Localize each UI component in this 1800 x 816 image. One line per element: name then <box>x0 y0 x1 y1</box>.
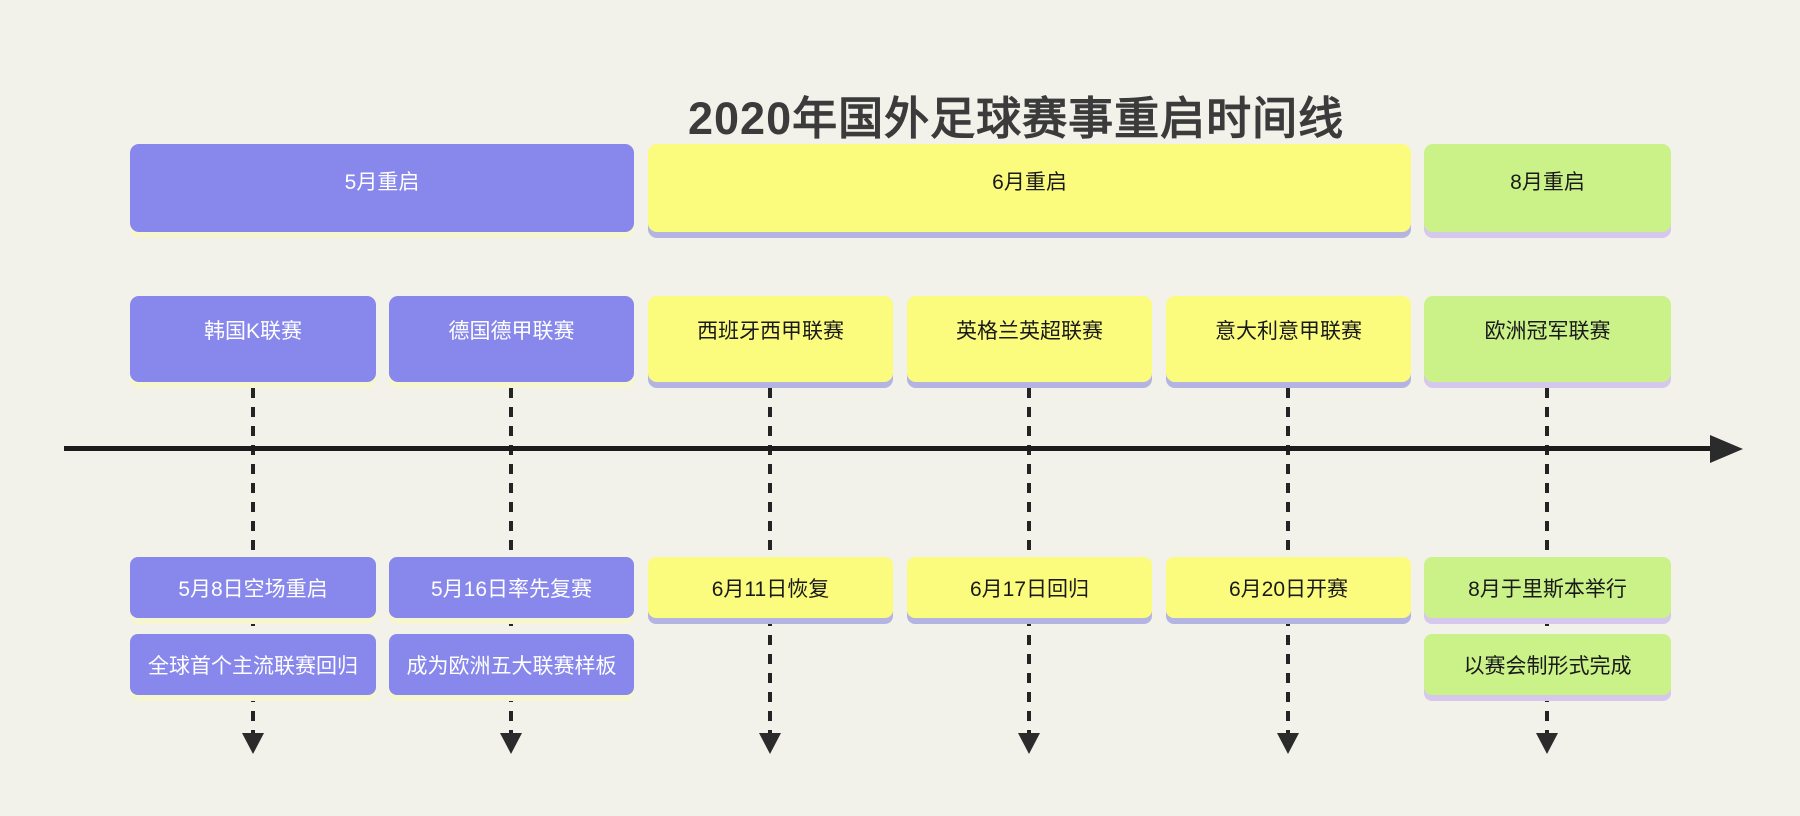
date-label: 8月于里斯本举行 <box>1468 577 1627 601</box>
league-label: 德国德甲联赛 <box>448 320 575 343</box>
note-box-ucl: 以赛会制形式完成 <box>1424 634 1671 695</box>
league-label: 韩国K联赛 <box>203 320 302 343</box>
connector-arrowhead-icon <box>500 733 522 754</box>
league-box-bundesliga: 德国德甲联赛 <box>389 296 634 382</box>
period-bar-may-label: 5月重启 <box>344 171 420 194</box>
league-label: 西班牙西甲联赛 <box>697 320 844 343</box>
period-bar-august-label: 8月重启 <box>1510 171 1585 194</box>
date-label: 5月16日率先复赛 <box>430 577 593 601</box>
connector-arrowhead-icon <box>1536 733 1558 754</box>
league-label: 英格兰英超联赛 <box>956 320 1103 343</box>
connector-arrowhead-icon <box>1277 733 1299 754</box>
period-bar-june: 6月重启 <box>648 144 1411 232</box>
date-box-korea: 5月8日空场重启 <box>130 557 376 618</box>
period-bar-june-label: 6月重启 <box>992 171 1067 194</box>
date-label: 6月11日恢复 <box>711 577 830 601</box>
league-box-korea: 韩国K联赛 <box>130 296 376 382</box>
league-box-ucl: 欧洲冠军联赛 <box>1424 296 1671 382</box>
note-label: 以赛会制形式完成 <box>1463 654 1632 678</box>
date-label: 5月8日空场重启 <box>178 577 328 601</box>
date-box-premier: 6月17日回归 <box>907 557 1152 618</box>
date-box-seriea: 6月20日开赛 <box>1166 557 1411 618</box>
note-box-korea: 全球首个主流联赛回归 <box>130 634 376 695</box>
connector-arrowhead-icon <box>242 733 264 754</box>
period-bar-may: 5月重启 <box>130 144 634 232</box>
note-label: 全球首个主流联赛回归 <box>148 654 358 678</box>
connector-arrowhead-icon <box>759 733 781 754</box>
date-label: 6月17日回归 <box>969 577 1090 601</box>
period-bar-august: 8月重启 <box>1424 144 1671 232</box>
page-title: 2020年国外足球赛事重启时间线 <box>688 93 1345 145</box>
timeline-axis-arrowhead-icon <box>1710 435 1743 463</box>
league-box-premier: 英格兰英超联赛 <box>907 296 1152 382</box>
note-label: 成为欧洲五大联赛样板 <box>406 654 617 678</box>
timeline-axis <box>64 446 1714 451</box>
league-label: 意大利意甲联赛 <box>1215 320 1362 343</box>
date-box-bundesliga: 5月16日率先复赛 <box>389 557 634 618</box>
note-box-bundesliga: 成为欧洲五大联赛样板 <box>389 634 634 695</box>
date-box-laliga: 6月11日恢复 <box>648 557 893 618</box>
league-label: 欧洲冠军联赛 <box>1484 320 1611 343</box>
connector-arrowhead-icon <box>1018 733 1040 754</box>
league-box-seriea: 意大利意甲联赛 <box>1166 296 1411 382</box>
league-box-laliga: 西班牙西甲联赛 <box>648 296 893 382</box>
date-label: 6月20日开赛 <box>1228 577 1349 601</box>
date-box-ucl: 8月于里斯本举行 <box>1424 557 1671 618</box>
